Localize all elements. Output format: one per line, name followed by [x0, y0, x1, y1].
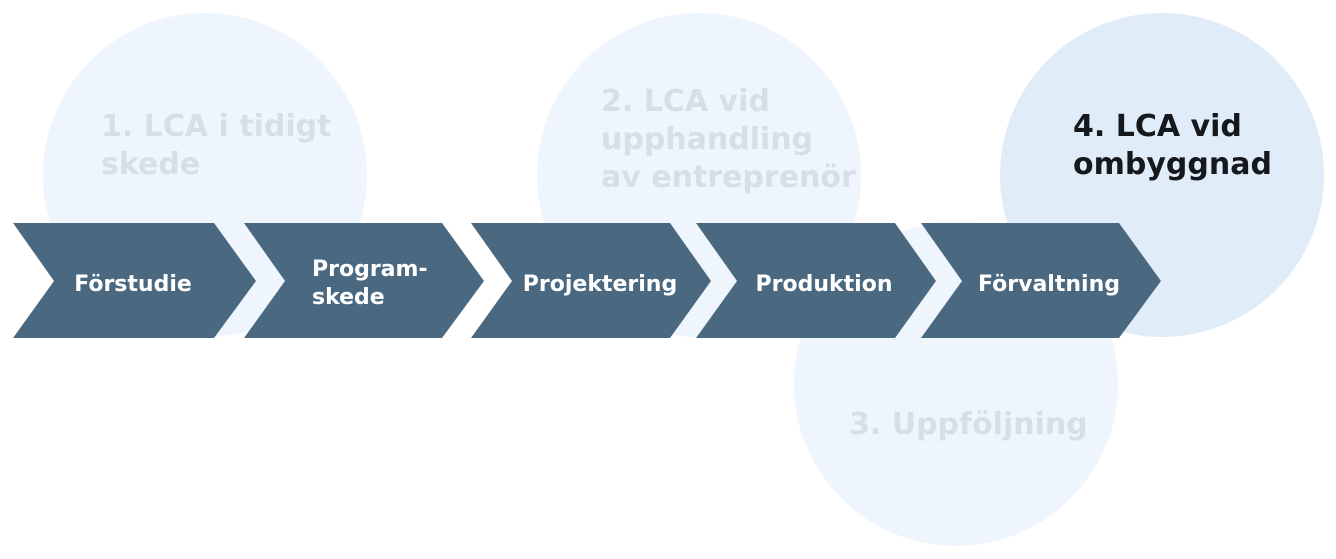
stage-label-2-line-1: Program-: [312, 257, 428, 282]
stage-produktion: Produktion: [696, 223, 936, 338]
stage-chevron-5: [921, 223, 1161, 338]
phase-label-1-line-2: skede: [101, 147, 200, 182]
stage-label-5-line-1: Förvaltning: [978, 272, 1120, 297]
phase-label-4: 4. LCA vid ombyggnad: [1073, 109, 1272, 182]
stage-chevrons: Förstudie Program- skede Projektering Pr…: [13, 223, 1161, 338]
phase-label-3: 3. Uppföljning: [849, 407, 1088, 442]
phase-label-3-line-1: 3. Uppföljning: [849, 407, 1088, 442]
phase-label-2: 2. LCA vid upphandling av entreprenör: [601, 84, 856, 195]
stage-label-4-line-1: Produktion: [756, 272, 893, 297]
phase-label-2-line-1: 2. LCA vid: [601, 84, 770, 119]
stage-label-1: Förstudie: [74, 272, 192, 297]
stage-label-2: Program- skede: [312, 257, 435, 310]
stage-label-3-line-1: Projektering: [523, 272, 677, 297]
stage-forvaltning: Förvaltning: [921, 223, 1161, 338]
phase-label-1: 1. LCA i tidigt skede: [101, 109, 342, 182]
stage-label-3: Projektering: [523, 272, 677, 297]
stage-projektering: Projektering: [471, 223, 711, 338]
stage-label-5: Förvaltning: [978, 272, 1120, 297]
phase-label-2-line-3: av entreprenör: [601, 160, 856, 195]
stage-label-4: Produktion: [756, 272, 893, 297]
stage-chevron-2: [244, 223, 484, 338]
stage-programskede: Program- skede: [244, 223, 484, 338]
stage-chevron-3: [471, 223, 711, 338]
stage-label-2-line-2: skede: [312, 285, 385, 310]
phase-label-1-line-1: 1. LCA i tidigt: [101, 109, 331, 144]
stage-chevron-1: [13, 223, 256, 338]
phase-labels: 1. LCA i tidigt skede 2. LCA vid upphand…: [101, 84, 1272, 442]
phase-label-4-line-2: ombyggnad: [1073, 147, 1272, 182]
stage-forstudie: Förstudie: [13, 223, 256, 338]
phase-label-2-line-2: upphandling: [601, 122, 813, 157]
stage-label-1-line-1: Förstudie: [74, 272, 192, 297]
phase-label-4-line-1: 4. LCA vid: [1073, 109, 1242, 144]
stage-chevron-4: [696, 223, 936, 338]
